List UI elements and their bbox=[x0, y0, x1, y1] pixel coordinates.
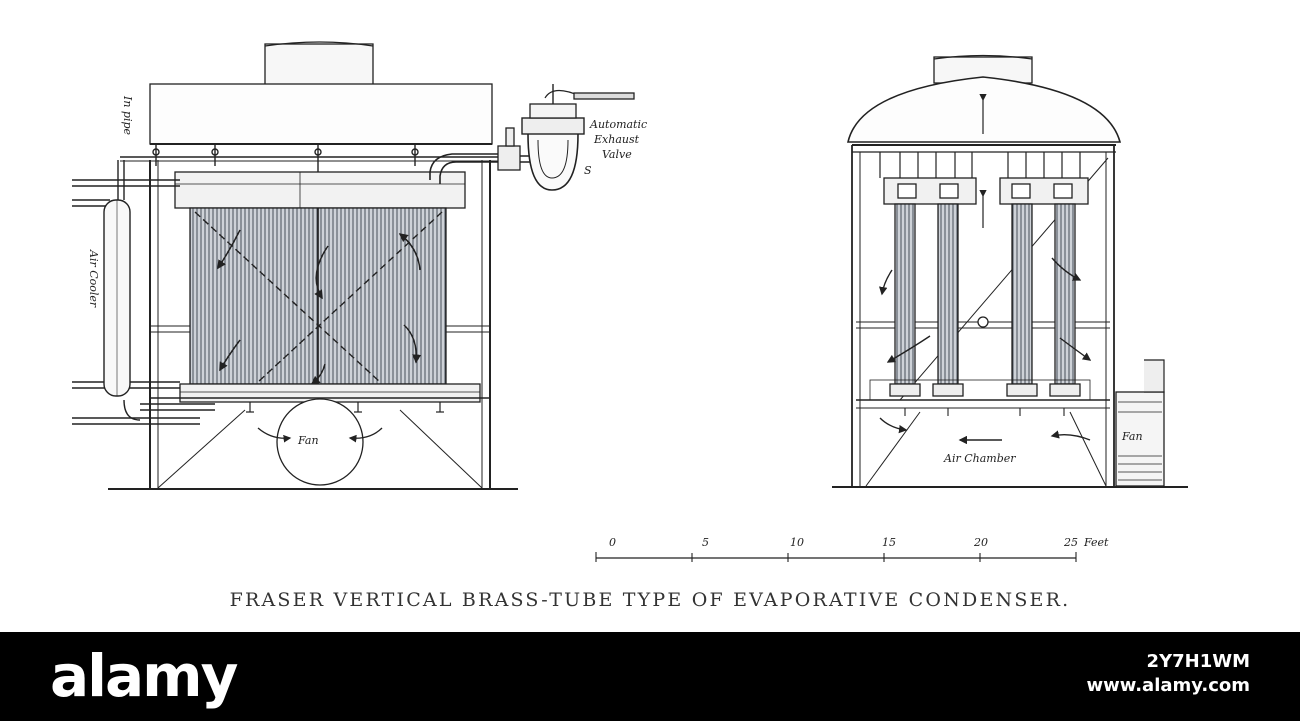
end-elevation-view bbox=[832, 54, 1188, 488]
image-credit: 2Y7H1WM www.alamy.com bbox=[1086, 650, 1250, 698]
valve-label-line3: Valve bbox=[602, 148, 632, 161]
scale-tick-0: 0 bbox=[609, 536, 616, 549]
brand-logo: alamy bbox=[50, 642, 238, 710]
air-chamber-label: Air Chamber bbox=[943, 452, 1016, 465]
air-cooler-label: Air Cooler bbox=[87, 249, 100, 308]
valve-label-line1: Automatic bbox=[589, 118, 647, 131]
image-id: 2Y7H1WM bbox=[1146, 651, 1250, 672]
scale-bar: 0 5 10 15 20 25 Feet bbox=[595, 536, 1109, 562]
scale-tick-15: 15 bbox=[882, 536, 896, 549]
right-fan-label: Fan bbox=[1121, 430, 1143, 443]
scale-tick-25: 25 bbox=[1063, 536, 1078, 549]
end-view-labels: Air Chamber Fan bbox=[943, 430, 1143, 465]
valve-mark: S bbox=[584, 164, 592, 177]
inlet-label: In pipe bbox=[121, 95, 134, 136]
site-url: www.alamy.com bbox=[1086, 675, 1250, 696]
side-view-labels: Automatic Exhaust Valve S In pipe Air Co… bbox=[87, 95, 647, 447]
scale-tick-10: 10 bbox=[790, 536, 804, 549]
side-elevation-view bbox=[72, 41, 635, 490]
watermark-banner: alamy 2Y7H1WM www.alamy.com bbox=[0, 632, 1300, 721]
left-fan-label: Fan bbox=[297, 434, 319, 447]
condenser-drawing: Automatic Exhaust Valve S In pipe Air Co… bbox=[72, 41, 1188, 562]
valve-label-line2: Exhaust bbox=[593, 133, 640, 146]
plate-caption: FRASER VERTICAL BRASS-TUBE TYPE OF EVAPO… bbox=[229, 589, 1071, 611]
scale-unit: Feet bbox=[1083, 536, 1109, 549]
scale-tick-20: 20 bbox=[973, 536, 988, 549]
scale-tick-5: 5 bbox=[702, 536, 709, 549]
drawing-plate: Automatic Exhaust Valve S In pipe Air Co… bbox=[72, 41, 1188, 611]
